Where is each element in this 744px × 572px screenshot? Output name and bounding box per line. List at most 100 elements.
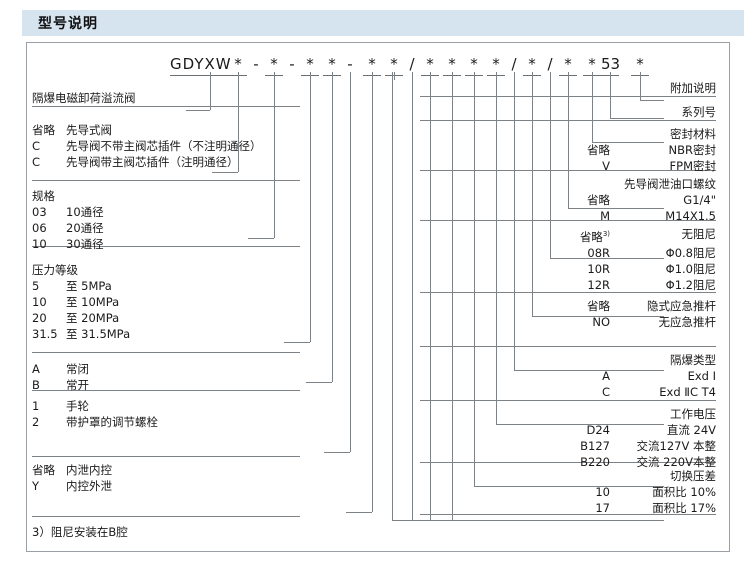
legend-row-text: 至 20MPa	[66, 311, 120, 325]
group-divider-11	[420, 292, 716, 293]
legend-row-code: 17	[595, 501, 610, 515]
legend-block-product-name: 隔爆电磁卸荷溢流阀	[32, 90, 136, 106]
legend-row-text: FPM密封	[669, 159, 716, 173]
group-divider-8	[420, 120, 716, 121]
right-leader-vertical-3	[568, 72, 569, 208]
legend-row-text: 先导式阀	[66, 123, 112, 137]
right-leader-long-end-3	[452, 520, 664, 521]
legend-row-text: 无应急推杆	[658, 315, 717, 329]
right-leader-horizontal-2	[592, 142, 664, 143]
legend-row: A 常闭	[32, 361, 89, 377]
model-code-separator: /	[547, 55, 553, 73]
legend-row: 17 面积比 17%	[570, 500, 716, 516]
group-divider-3	[32, 352, 300, 353]
right-leader-horizontal-6	[514, 370, 664, 371]
model-code-separator: -	[289, 55, 295, 73]
legend-row-text: 常闭	[66, 362, 89, 376]
group-divider-5	[32, 456, 300, 457]
legend-row-text: Φ1.0阻尼	[665, 261, 716, 276]
legend-row-code: B	[32, 378, 40, 392]
group-divider-13	[420, 400, 716, 401]
legend-row: 5 至 5MPa	[32, 278, 130, 294]
section-header-bar	[22, 10, 744, 36]
model-code-separator: /	[511, 55, 517, 73]
legend-row-code: 省略	[587, 143, 610, 157]
legend-row-code: 06	[32, 221, 47, 235]
right-leader-vertical-0	[640, 72, 641, 100]
legend-row: A Exd Ⅰ	[570, 368, 716, 384]
group-divider-10	[420, 220, 716, 221]
right-leader-long-1	[412, 72, 413, 520]
legend-row: 省略先导式阀	[32, 122, 262, 138]
group-divider-6	[32, 516, 300, 517]
legend-row-text: 至 5MPa	[66, 279, 112, 293]
legend-row-text: 10通径	[66, 205, 104, 219]
legend-title-pilot-drain-thread: 先导阀泄油口螺纹	[624, 177, 716, 191]
legend-row-code: 03	[32, 205, 47, 219]
group-divider-0	[32, 106, 300, 107]
legend-row-text: Exd ⅡC T4	[659, 385, 716, 399]
legend-title-seal-material: 密封材料	[670, 127, 716, 141]
legend-row-code: A	[602, 369, 610, 383]
right-leader-horizontal-8	[474, 486, 664, 487]
legend-row-code: 12R	[587, 277, 610, 292]
right-leader-vertical-6	[514, 72, 515, 370]
legend-title-size-spec: 规格	[32, 189, 55, 203]
legend-row-code: A	[32, 362, 40, 376]
legend-row-text: 手轮	[66, 399, 89, 413]
code-tick-4	[310, 72, 311, 80]
legend-row-code: V	[602, 159, 610, 173]
legend-title-switching-pressure-difference: 切换压差	[670, 469, 716, 483]
group-divider-15	[420, 514, 716, 515]
legend-row: V FPM密封	[570, 158, 716, 174]
group-divider-9	[420, 170, 716, 171]
legend-row-text: 面积比 17%	[652, 501, 716, 515]
legend-row-text: Φ0.8阻尼	[665, 245, 716, 260]
legend-row-text: 直流 24V	[666, 423, 716, 437]
right-leader-vertical-4	[550, 72, 551, 258]
right-leader-horizontal-1	[610, 118, 664, 119]
legend-row-text: Exd Ⅰ	[687, 369, 716, 383]
legend-row-code: M	[600, 209, 610, 223]
left-leader-vertical-6	[372, 72, 373, 512]
legend-row: 省略内泄内控	[32, 462, 112, 478]
legend-row-text: 带护罩的调节螺栓	[66, 415, 158, 429]
legend-row-code: 省略	[587, 299, 610, 313]
legend-row-code: 省略	[32, 123, 55, 137]
legend-title-additional-description: 附加说明	[670, 81, 716, 95]
legend-row-code: C	[32, 155, 41, 169]
right-leader-horizontal-4	[550, 258, 664, 259]
legend-row-code: 10R	[587, 261, 610, 276]
page-title: 型号说明	[38, 16, 98, 32]
left-leader-horizontal-4	[306, 382, 332, 383]
left-leader-vertical-4	[332, 72, 333, 382]
legend-row-text: 至 10MPa	[66, 295, 120, 309]
code-tick-0	[238, 72, 239, 80]
legend-row: B 常开	[32, 377, 89, 393]
group-divider-14	[420, 462, 716, 463]
legend-row-code: 10	[32, 237, 47, 251]
legend-block-additional-description: 附加说明	[670, 80, 716, 96]
legend-row-code: 5	[32, 279, 40, 293]
legend-row-text: 常开	[66, 378, 89, 392]
left-leader-vertical-2	[274, 72, 275, 238]
left-leader-horizontal-2	[248, 238, 274, 239]
